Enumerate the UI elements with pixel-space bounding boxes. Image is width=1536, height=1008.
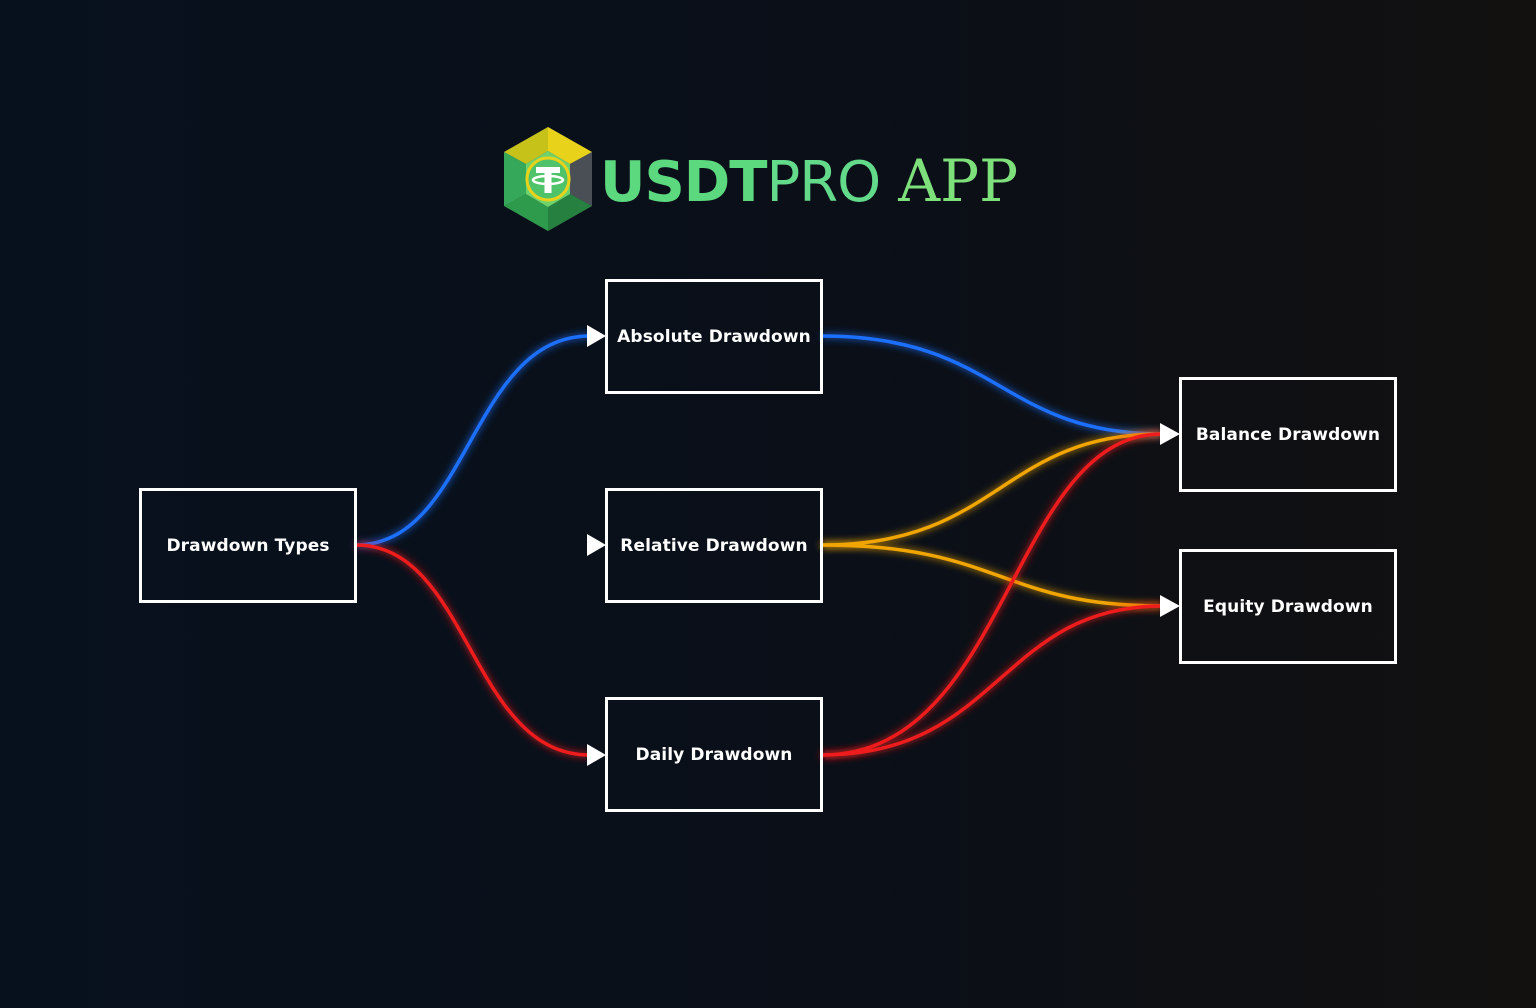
arrowhead-balance-icon	[1160, 423, 1180, 445]
edge-root-to-absolute	[355, 334, 591, 547]
node-relative-drawdown: Relative Drawdown	[605, 488, 823, 603]
edge-root-to-daily	[355, 543, 591, 757]
edge-daily-to-balance	[821, 432, 1163, 757]
node-absolute-drawdown: Absolute Drawdown	[605, 279, 823, 394]
logo-app-text: APP	[898, 147, 1019, 215]
node-relative-drawdown-label: Relative Drawdown	[620, 535, 808, 556]
node-daily-drawdown: Daily Drawdown	[605, 697, 823, 812]
node-equity-drawdown-label: Equity Drawdown	[1203, 596, 1373, 617]
node-balance-drawdown-label: Balance Drawdown	[1195, 424, 1381, 445]
node-drawdown-types: Drawdown Types	[139, 488, 357, 603]
arrowhead-daily-icon	[587, 744, 606, 766]
logo-wordmark: USDT PRO APP	[600, 147, 1018, 215]
logo-pro-text: PRO	[766, 150, 882, 215]
arrowhead-equity-icon	[1160, 595, 1180, 617]
brand-logo: USDT PRO APP	[498, 124, 1018, 234]
edge-relative-to-equity	[821, 543, 1163, 608]
edge-absolute-to-balance	[821, 334, 1163, 436]
edge-relative-to-balance	[821, 432, 1163, 547]
node-balance-drawdown: Balance Drawdown	[1179, 377, 1397, 492]
arrowhead-absolute-icon	[587, 325, 606, 347]
node-drawdown-types-label: Drawdown Types	[166, 535, 330, 556]
arrowhead-relative-icon	[587, 534, 606, 556]
node-absolute-drawdown-label: Absolute Drawdown	[617, 326, 811, 347]
usdt-hexagon-logo-icon	[504, 127, 592, 231]
logo-usdt-text: USDT	[600, 150, 767, 215]
node-daily-drawdown-label: Daily Drawdown	[635, 744, 793, 765]
node-equity-drawdown: Equity Drawdown	[1179, 549, 1397, 664]
edge-daily-to-equity	[821, 604, 1163, 757]
